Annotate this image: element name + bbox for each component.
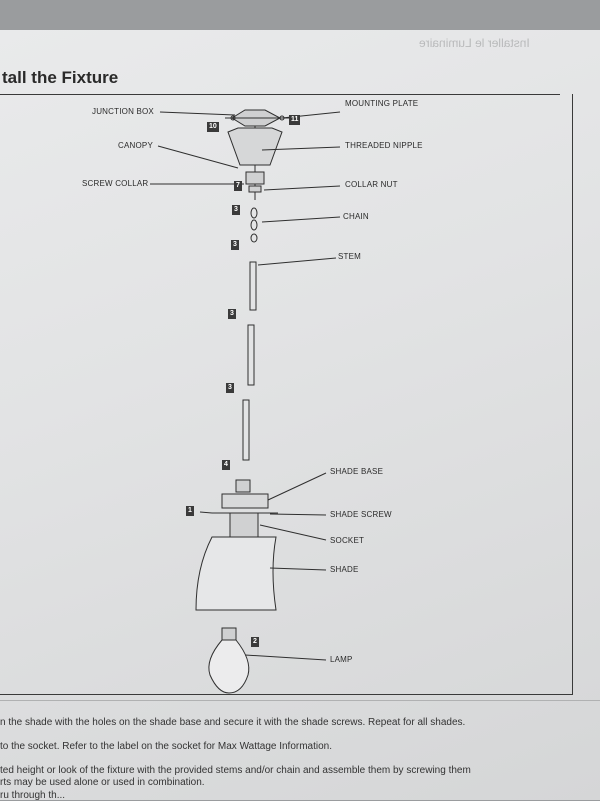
step-badge-2: 2 — [251, 637, 259, 647]
step-badge-3b: 3 — [231, 240, 239, 250]
label-canopy: CANOPY — [118, 141, 153, 150]
lamp-base — [221, 627, 237, 641]
instruction-line-1: n the shade with the holes on the shade … — [0, 717, 466, 728]
section-title: tall the Fixture — [2, 68, 119, 87]
label-screw-collar: SCREW COLLAR — [82, 179, 149, 188]
label-shade: SHADE — [330, 565, 359, 574]
shade-base — [221, 493, 269, 509]
leader-step-1 — [199, 511, 213, 514]
collar-nut-shape — [248, 185, 262, 193]
label-chain: CHAIN — [343, 212, 369, 221]
page-fold — [0, 700, 600, 701]
leader-shade-screw — [269, 513, 327, 516]
leader-lamp — [244, 654, 327, 661]
stem-2 — [247, 324, 255, 386]
leader-canopy — [157, 145, 239, 169]
label-mounting-plate: MOUNTING PLATE — [345, 99, 419, 108]
label-junction-box: JUNCTION BOX — [92, 107, 154, 116]
instruction-line-4: rts may be used alone or used in combina… — [0, 777, 205, 788]
leader-shade — [269, 567, 327, 571]
step-badge-1: 1 — [186, 506, 194, 516]
stem-3 — [242, 399, 250, 461]
leader-collar-nut — [263, 185, 341, 191]
label-socket: SOCKET — [330, 536, 365, 545]
screw-collar-shape — [245, 171, 265, 185]
label-shade-screw: SHADE SCREW — [330, 510, 392, 519]
shade-base-neck — [235, 479, 251, 493]
bolt-left — [230, 115, 236, 121]
leader-junction-box — [159, 111, 236, 116]
step-badge-4: 4 — [222, 460, 230, 470]
shade-shape — [195, 536, 277, 611]
instruction-line-3: ted height or look of the fixture with t… — [0, 765, 471, 776]
header-rule — [0, 60, 560, 95]
leader-socket — [259, 524, 327, 541]
step-badge-10: 10 — [207, 122, 219, 132]
step-badge-3c: 3 — [228, 309, 236, 319]
canopy-shape — [227, 127, 283, 166]
step-badge-11: 11 — [289, 115, 301, 125]
label-threaded-nipple: THREADED NIPPLE — [345, 141, 423, 150]
label-stem: STEM — [338, 252, 362, 261]
chain-link-1 — [250, 207, 258, 219]
instruction-line-5: ru through th... — [0, 790, 66, 801]
diagram-frame — [0, 94, 573, 695]
leader-threaded-nipple — [261, 146, 341, 151]
instruction-line-2: to the socket. Refer to the label on the… — [0, 741, 333, 752]
lamp-bulb — [208, 639, 250, 694]
leader-stem — [257, 257, 337, 266]
label-shade-base: SHADE BASE — [330, 467, 384, 476]
step-badge-3a: 3 — [232, 205, 240, 215]
stem-1 — [249, 261, 257, 311]
leader-shade-base — [267, 472, 327, 501]
chain-link-3 — [250, 233, 258, 243]
step-badge-7: 7 — [234, 181, 242, 191]
leader-chain — [261, 216, 341, 223]
instruction-sheet — [0, 30, 600, 800]
label-lamp: LAMP — [330, 655, 353, 664]
label-collar-nut: COLLAR NUT — [345, 180, 398, 189]
chain-link-2 — [250, 219, 258, 231]
step-badge-3d: 3 — [226, 383, 234, 393]
socket-shape — [229, 512, 259, 538]
